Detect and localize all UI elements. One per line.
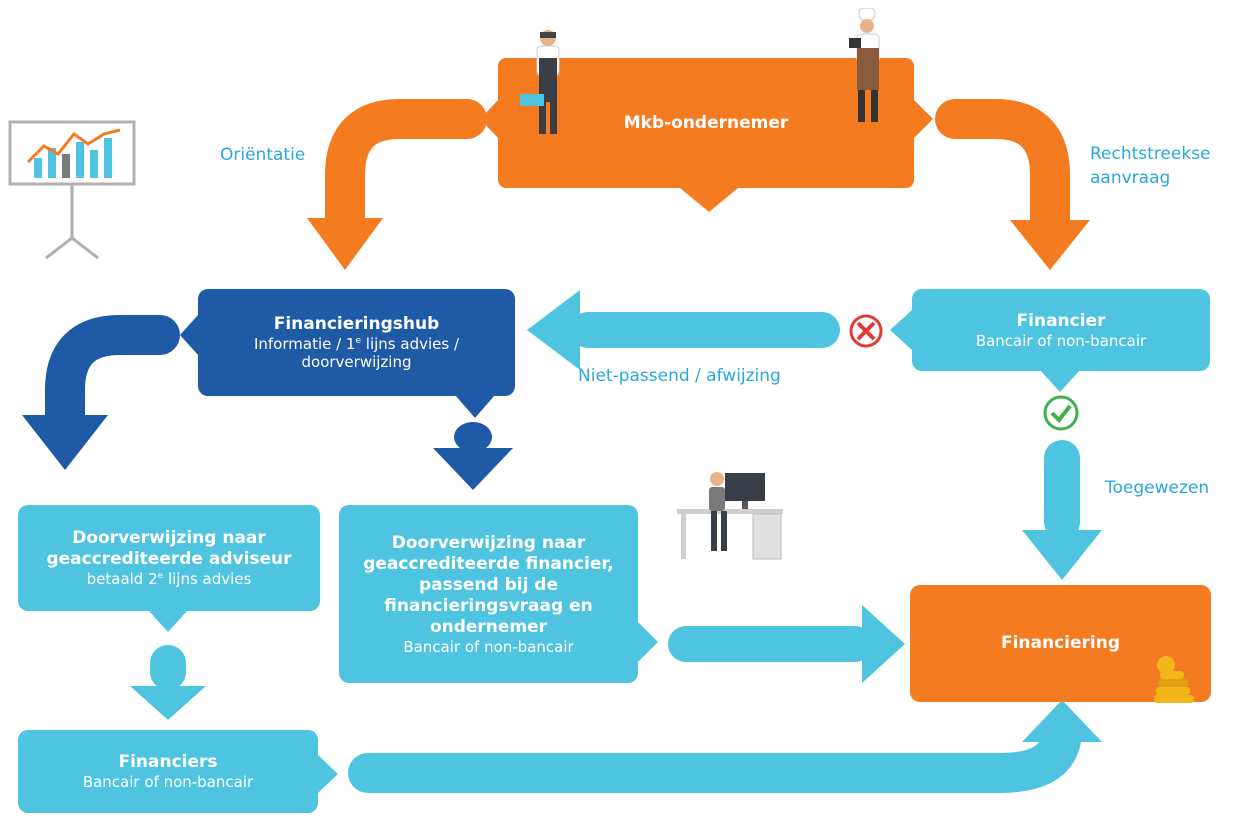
arrow-niet-passend <box>527 290 840 370</box>
arrow-financiers-financiering <box>292 700 1102 794</box>
reject-cross-icon <box>849 314 883 348</box>
mkb-notch <box>680 188 738 212</box>
financier-notch-left <box>890 310 912 350</box>
gold-coins-icon <box>1154 656 1194 703</box>
node-financieringshub: Financieringshub Informatie / 1e lijns a… <box>198 289 515 396</box>
arrow-rechtstreekse <box>935 99 1090 270</box>
node-mkb-ondernemer: Mkb-ondernemer <box>498 58 914 188</box>
geacc-title-2: geaccrediteerde financier, <box>363 553 614 574</box>
geacc-sub: Bancair of non-bancair <box>403 637 574 656</box>
adviseur-title-1: Doorverwijzing naar <box>72 528 266 548</box>
geacc-title-1: Doorverwijzing naar <box>391 532 586 553</box>
arrow-toegewezen <box>1022 440 1102 580</box>
label-rechtstreekse-2: aanvraag <box>1090 168 1171 188</box>
geacc-title-3: passend bij de <box>418 574 559 595</box>
accept-check-icon <box>1043 395 1079 431</box>
financiering-title: Financiering <box>1000 633 1121 653</box>
adviseur-sub: betaald 2e lijns advies <box>86 570 252 588</box>
geacc-title-4: financieringsvraag en <box>384 595 593 616</box>
hub-title: Financieringshub <box>273 314 440 334</box>
chef-person-icon <box>849 8 880 122</box>
arrow-adviseur-financiers <box>130 645 206 720</box>
hub-line2: doorverwijzing <box>301 353 412 371</box>
financiers-title: Financiers <box>118 752 218 772</box>
mkb-notch-right <box>912 98 933 140</box>
node-geaccrediteerde-financier: Doorverwijzing naar geaccrediteerde fina… <box>339 505 638 683</box>
arrow-hub-adviseur <box>22 315 180 470</box>
presentation-chart-icon <box>8 120 136 260</box>
arrow-orientatie <box>307 99 487 270</box>
financiers-notch <box>318 755 338 793</box>
financier-sub: Bancair of non-bancair <box>975 331 1147 350</box>
mkb-title: Mkb-ondernemer <box>623 112 789 133</box>
node-adviseur: Doorverwijzing naar geaccrediteerde advi… <box>18 505 320 611</box>
label-orientatie: Oriëntatie <box>220 145 306 165</box>
mkb-notch-left <box>480 98 500 140</box>
arrow-to-financiering <box>668 605 905 683</box>
financiers-sub: Bancair of non-bancair <box>82 773 254 791</box>
hub-notch-left <box>180 315 198 355</box>
hub-line1: Informatie / 1e lijns advies / <box>253 335 460 353</box>
financier-title: Financier <box>1016 310 1106 331</box>
arrow-hub-financier <box>433 422 513 490</box>
geacc-title-5: ondernemer <box>429 616 548 637</box>
office-desk-person-icon <box>677 472 783 560</box>
adviseur-title-2: geaccrediteerde adviseur <box>46 549 292 569</box>
node-financier: Financier Bancair of non-bancair <box>912 289 1210 371</box>
label-rechtstreekse-1: Rechtstreekse <box>1090 144 1211 164</box>
label-toegewezen: Toegewezen <box>1105 478 1210 498</box>
hub-notch <box>455 395 495 418</box>
node-financiers: Financiers Bancair of non-bancair <box>18 730 318 813</box>
financier-notch <box>1040 370 1080 392</box>
label-niet-passend: Niet-passend / afwijzing <box>578 366 781 386</box>
worker-person-icon <box>520 30 560 134</box>
adviseur-notch <box>148 610 188 632</box>
geacc-notch <box>638 622 658 662</box>
